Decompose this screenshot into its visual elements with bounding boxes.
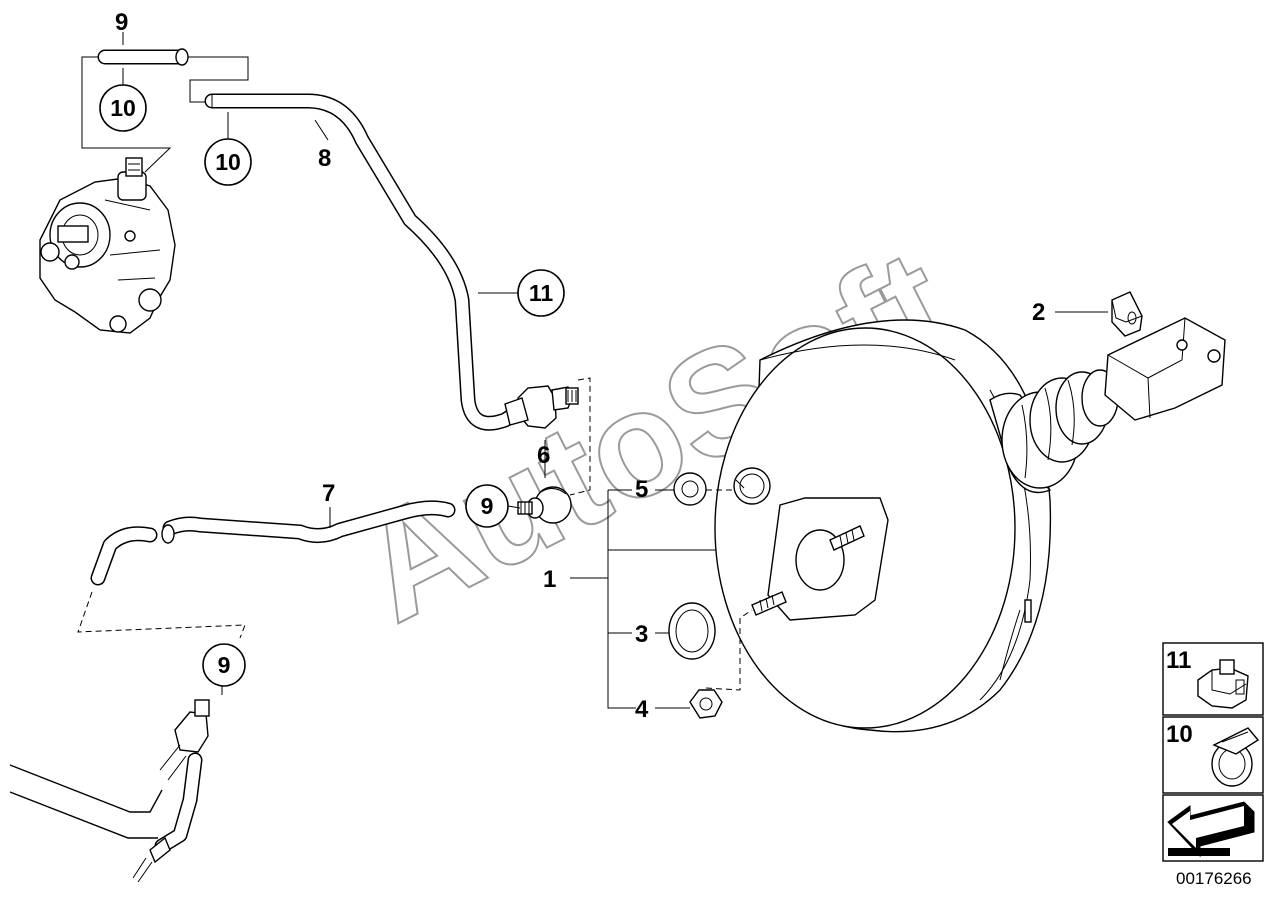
hose-clamp-icon — [1211, 727, 1260, 787]
callout-9-top: 9 — [115, 9, 128, 36]
leader-lines-top-left — [81, 32, 329, 173]
vacuum-hose-8 — [204, 93, 536, 431]
callout-labels: 9 8 7 6 5 1 3 4 2 — [115, 9, 1045, 723]
vacuum-pump — [39, 157, 176, 334]
legend-label-11: 11 — [1166, 647, 1191, 674]
callout-1: 1 — [543, 566, 556, 593]
legend-label-10: 10 — [1166, 721, 1193, 748]
assembly-bracket-1 — [570, 489, 753, 709]
seal-ring-5b — [733, 467, 771, 505]
callout-2: 2 — [1032, 299, 1045, 326]
circled-callout-9-mid: 9 — [465, 484, 509, 528]
valve-leader — [569, 377, 591, 496]
callout-4: 4 — [635, 696, 649, 723]
lower-left-dash — [77, 591, 246, 639]
direction-arrow-icon — [1167, 801, 1255, 858]
lower-left-pipe — [9, 680, 223, 883]
grommet-6 — [517, 440, 572, 524]
callout-5: 5 — [635, 476, 648, 503]
vacuum-hose-7 — [90, 500, 456, 586]
o-ring-3 — [655, 602, 716, 660]
circled-callout-10-top: 10 — [99, 84, 147, 132]
drawing-number: 00176266 — [1176, 869, 1252, 888]
circled-callout-11: 11 — [517, 269, 565, 317]
callout-6: 6 — [537, 442, 550, 469]
circled-callout-10-hose: 10 — [204, 138, 252, 186]
short-hose-top — [97, 48, 189, 66]
svg-text:11: 11 — [529, 280, 554, 306]
brake-booster — [714, 291, 1226, 733]
check-valve — [504, 385, 579, 429]
legend-panel: 11 10 00176266 — [1162, 642, 1264, 888]
callout-3: 3 — [635, 621, 648, 648]
svg-text:10: 10 — [110, 95, 136, 121]
callout-8: 8 — [318, 145, 331, 172]
washer-5 — [655, 472, 707, 506]
svg-text:9: 9 — [481, 493, 494, 519]
leader-9-mid — [507, 505, 521, 509]
circled-callout-9-low: 9 — [202, 643, 246, 687]
hose-clip-icon — [1197, 659, 1249, 709]
callout-7: 7 — [322, 480, 335, 507]
svg-text:9: 9 — [218, 652, 231, 678]
svg-text:10: 10 — [215, 149, 241, 175]
nut-4 — [655, 689, 723, 719]
